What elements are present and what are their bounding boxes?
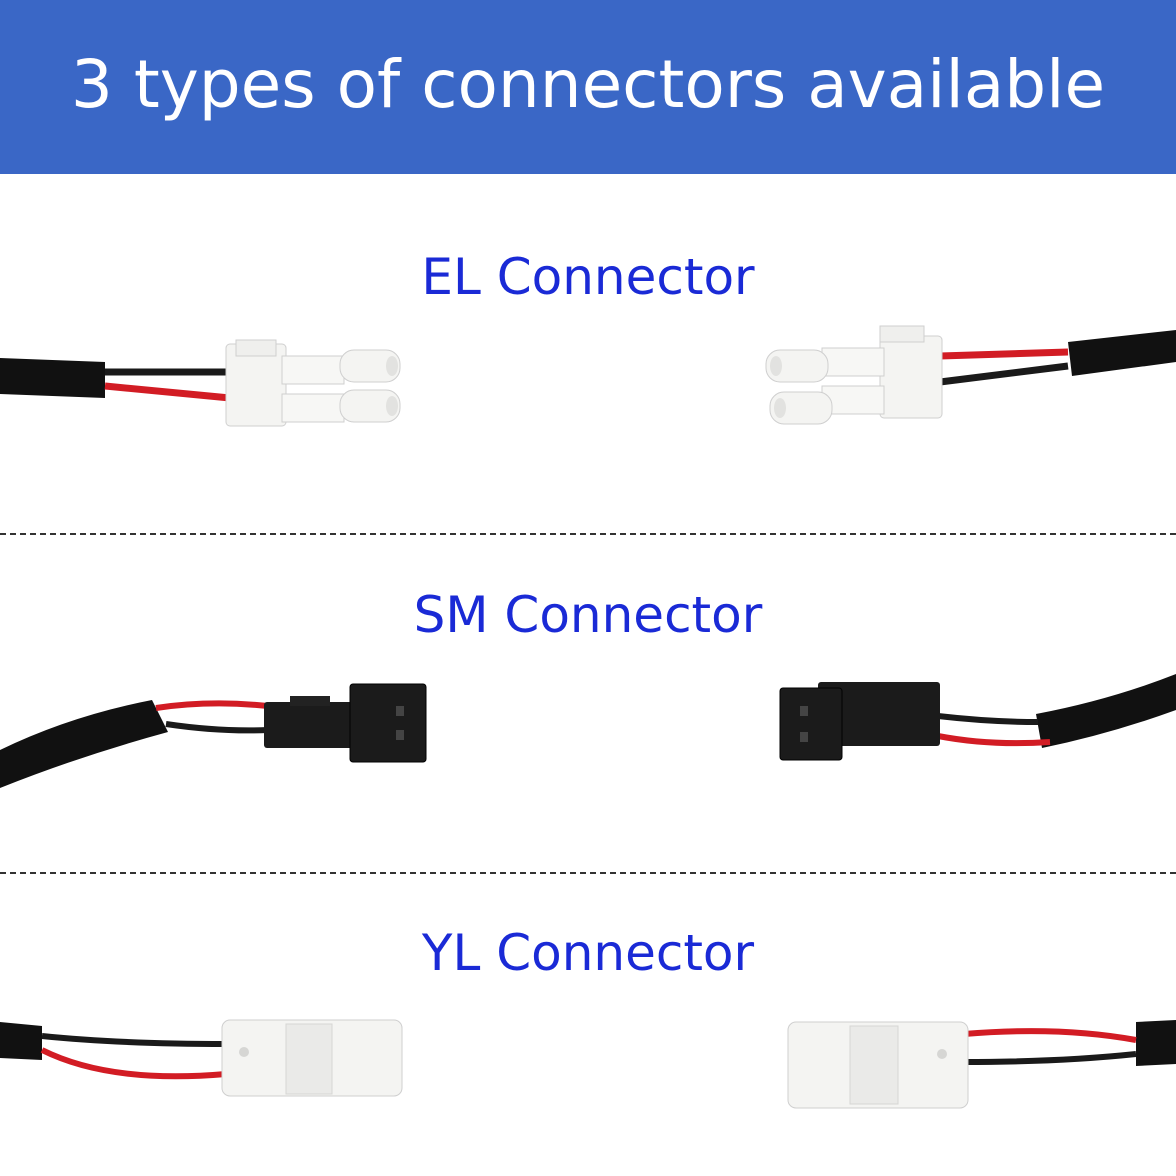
- sm-right-wire-red: [937, 733, 1051, 747]
- el-left-cable: [0, 358, 105, 398]
- sm-left-cable: [0, 700, 168, 788]
- el-connector-label: EL Connector: [421, 248, 755, 306]
- yl-right-wire-red: [963, 1028, 1137, 1043]
- yl-left-cable: [0, 1022, 42, 1060]
- el-right-wire-red: [939, 348, 1069, 360]
- el-right-cable: [1068, 330, 1176, 376]
- header-banner: 3 types of connectors available: [0, 0, 1176, 174]
- sm-connector-photo: [0, 674, 1176, 788]
- yl-right-cable: [1136, 1020, 1176, 1066]
- el-left-plug: [225, 339, 401, 427]
- sm-connector-label: SM Connector: [413, 586, 763, 644]
- yl-right-plug: [787, 1021, 969, 1109]
- yl-left-plug: [221, 1019, 403, 1097]
- el-left-wire-red: [104, 382, 231, 402]
- sm-right-wire-black: [937, 713, 1039, 725]
- yl-connector-photo: [0, 1019, 1176, 1109]
- sm-right-plug: [779, 682, 940, 761]
- yl-left-wire-black: [41, 1033, 227, 1047]
- yl-right-wire-black: [963, 1051, 1137, 1065]
- el-right-plug: [765, 325, 943, 425]
- section-divider: [0, 872, 1176, 874]
- sm-left-plug: [264, 683, 427, 763]
- section-divider: [0, 533, 1176, 535]
- sm-left-wire-black: [165, 721, 269, 734]
- el-connector-photo: [0, 325, 1176, 427]
- el-right-wire-black: [939, 362, 1069, 386]
- sm-left-wire-red: [155, 700, 269, 711]
- yl-connector-label: YL Connector: [421, 924, 755, 982]
- yl-left-wire-red: [40, 1047, 227, 1080]
- banner-title: 3 types of connectors available: [70, 45, 1106, 123]
- sm-right-cable: [1036, 674, 1176, 748]
